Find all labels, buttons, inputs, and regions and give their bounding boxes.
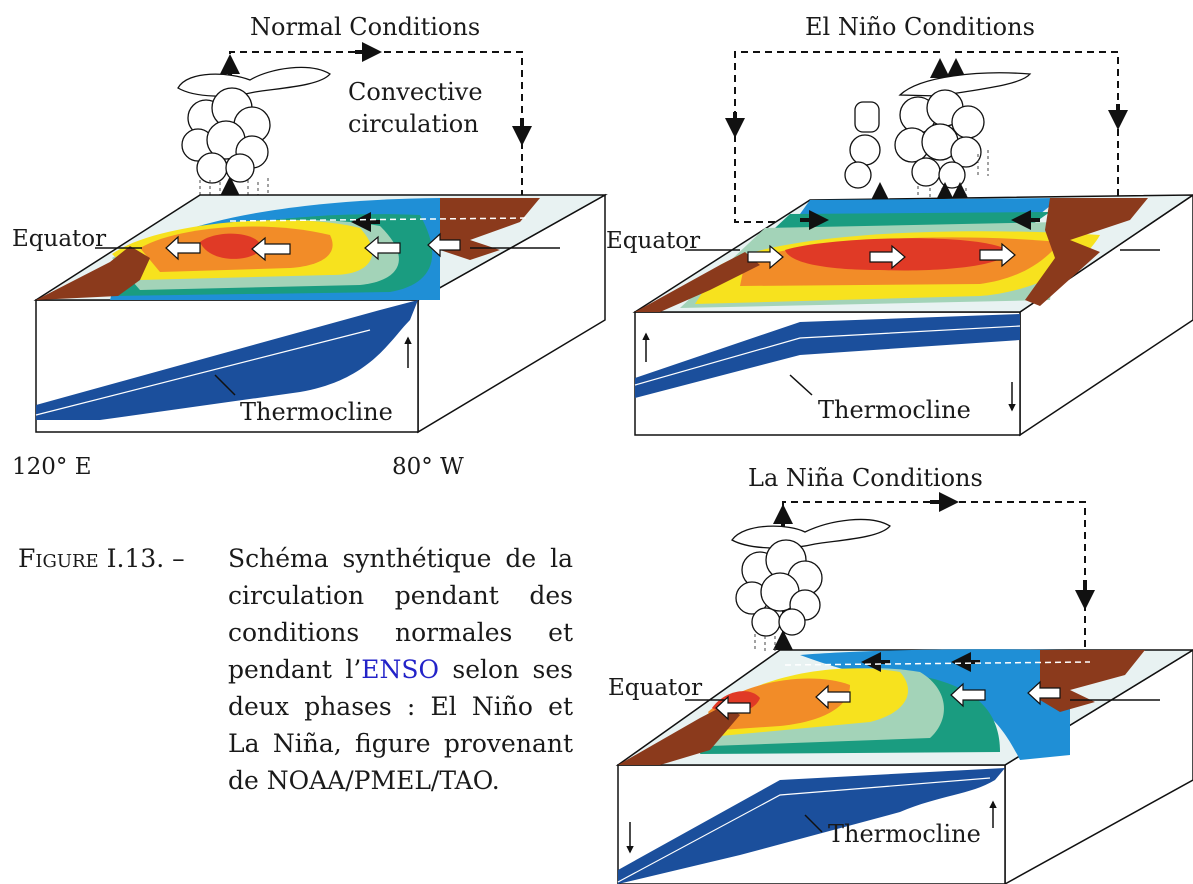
thermocline-pointer [804, 814, 823, 833]
caption-text-after: selon ses deux phases : El Niño et La Ni… [228, 655, 573, 795]
sst-coldest [800, 198, 1060, 214]
figure-caption-text: Schéma synthétique de la circulation pen… [228, 540, 573, 799]
land-east [1040, 650, 1145, 712]
land-west [618, 705, 740, 765]
circulation-label: circulation [348, 110, 479, 138]
thermocline-line [617, 777, 991, 883]
thermocline-label: Thermocline [240, 398, 393, 426]
thermocline-layer [618, 768, 1005, 884]
longitude-west-label: 120° E [12, 454, 92, 480]
equator-label: Equator [12, 226, 106, 252]
longitude-east-label: 80° W [392, 454, 464, 480]
trade-wind-arrows [747, 242, 1016, 270]
enso-link[interactable]: ENSO [361, 655, 440, 684]
sst-warmest [200, 233, 262, 259]
panel-title: Normal Conditions [250, 13, 480, 41]
land-east [1025, 198, 1148, 306]
thermocline-layer [36, 300, 418, 420]
land-east [440, 198, 540, 260]
lanina-conditions-panel: La Niña Conditions Equator Thermocline [608, 464, 1193, 884]
equator-line [229, 217, 531, 222]
thermocline-label: Thermocline [828, 820, 981, 848]
trade-wind-arrows [715, 680, 1061, 721]
thermocline-line [634, 325, 1021, 386]
rain-lines [754, 634, 776, 652]
equator-label: Equator [608, 675, 702, 701]
thermocline-layer [635, 314, 1020, 398]
thermocline-pointer [214, 374, 236, 396]
thermocline-pointer [789, 374, 813, 396]
cloud-icon [844, 72, 1032, 189]
panel-title: El Niño Conditions [805, 13, 1035, 41]
thermocline-line [35, 329, 371, 416]
cloud-icon [177, 66, 331, 184]
caption-text-before: Schéma synthétique de la circulation pen… [228, 544, 573, 684]
figure-label: Figure I.13. – [18, 544, 185, 573]
thermocline-label: Thermocline [818, 396, 971, 424]
convective-label: Convective [348, 78, 483, 106]
trade-wind-arrows [165, 232, 461, 262]
land-west [635, 252, 760, 312]
elnino-conditions-panel: El Niño Conditions Equator Thermocline [606, 13, 1193, 437]
sst-coldest [800, 649, 1070, 760]
normal-conditions-panel: Normal Conditions Convective circulation… [12, 13, 608, 480]
land-west [36, 246, 150, 300]
equator-line [784, 661, 1091, 666]
panel-title: La Niña Conditions [748, 464, 983, 492]
cloud-icon [731, 518, 891, 637]
equator-label: Equator [606, 228, 700, 254]
